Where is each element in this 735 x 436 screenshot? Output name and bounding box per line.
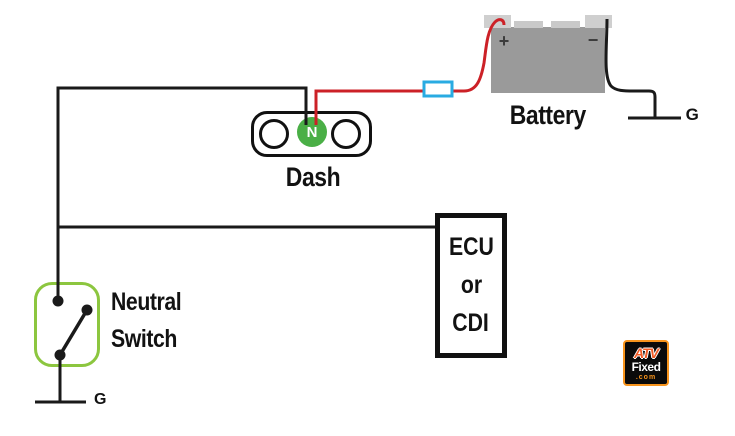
battery-label: Battery — [509, 100, 587, 130]
ground-label-right: G — [685, 105, 699, 124]
battery-positive-wire — [314, 18, 506, 125]
dash-label: Dash — [285, 162, 341, 192]
battery-plus-sign: + — [498, 31, 510, 51]
neutral-switch-outline — [34, 282, 100, 367]
watermark-com-text: .com — [635, 373, 657, 381]
atvfixed-watermark: ATV Fixed .com — [623, 340, 669, 386]
battery-cell-cap — [551, 21, 580, 28]
ground-label-left: G — [94, 391, 106, 408]
dash-lamp-left — [259, 119, 289, 149]
battery-minus-sign: − — [587, 30, 599, 50]
ecu-box: ECU or CDI — [435, 213, 507, 358]
dash-lamp-right — [331, 119, 361, 149]
neutral-switch-label: Neutral Switch — [111, 288, 182, 353]
battery-negative-terminal-block — [585, 15, 612, 28]
watermark-atv-text: ATV — [634, 344, 659, 361]
neutral-indicator-lamp: N — [297, 117, 327, 147]
battery-cell-cap — [514, 21, 543, 28]
ecu-label-line1: ECU — [448, 233, 494, 261]
ecu-label-line2: or — [460, 271, 482, 299]
battery-body — [491, 27, 605, 93]
fuse — [422, 80, 454, 98]
battery-positive-terminal-block — [484, 15, 511, 28]
watermark-fixed-text: Fixed — [631, 359, 661, 374]
battery-negative-wire — [604, 18, 681, 120]
neutral-indicator-letter: N — [306, 123, 318, 141]
ecu-label-line3: CDI — [452, 309, 490, 337]
